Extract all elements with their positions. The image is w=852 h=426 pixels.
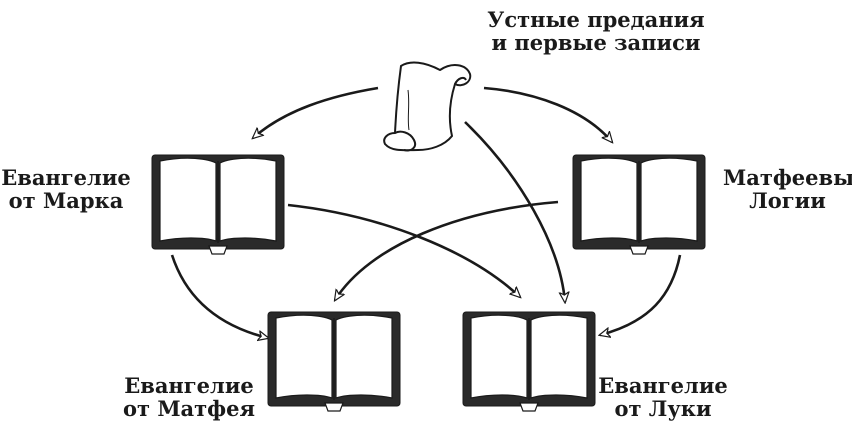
label-line: Евангелие xyxy=(124,373,254,398)
book-bookmark xyxy=(629,245,649,255)
book-bookmark xyxy=(519,402,539,412)
arrows-layer xyxy=(170,86,682,338)
label-oral-tradition: Устные предания и первые записи xyxy=(487,8,705,54)
label-line: от Луки xyxy=(614,396,712,421)
label-gospel-luke: Евангелие от Луки xyxy=(598,374,728,420)
book-left-page xyxy=(159,157,217,242)
arrow-logia-to-matthew xyxy=(335,200,559,300)
book-right-page xyxy=(219,157,277,242)
book-gospel-luke xyxy=(462,311,596,412)
book-right-page xyxy=(640,157,698,242)
label-line: Евангелие xyxy=(598,373,728,398)
label-line: и первые записи xyxy=(491,30,701,55)
label-gospel-mark: Евангелие от Марка xyxy=(0,166,132,212)
book-left-page xyxy=(275,314,333,399)
label-line: Логии xyxy=(749,188,826,213)
label-line: Евангелие xyxy=(1,165,131,190)
label-line: от Матфея xyxy=(122,396,255,421)
label-gospel-matthew: Евангелие от Матфея xyxy=(119,374,259,420)
arrow-oral-to-logia xyxy=(483,86,612,142)
books-layer xyxy=(151,154,706,412)
label-line: Устные предания xyxy=(487,7,705,32)
arrow-mark-to-luke xyxy=(287,203,520,297)
arrow-oral-to-mark xyxy=(253,86,379,138)
book-gospel-matthew xyxy=(267,311,401,412)
label-line: от Марка xyxy=(8,188,124,213)
book-left-page xyxy=(580,157,638,242)
book-left-page xyxy=(470,314,528,399)
book-right-page xyxy=(335,314,393,399)
label-line: Матфеевы xyxy=(723,165,852,190)
arrow-oral-to-luke xyxy=(464,121,565,302)
book-bookmark xyxy=(208,245,228,255)
label-matthew-logia: Матфеевы Логии xyxy=(723,166,852,212)
arrow-logia-to-luke xyxy=(600,254,682,335)
book-matthew-logia xyxy=(572,154,706,255)
scroll-icon xyxy=(383,61,472,152)
book-right-page xyxy=(530,314,588,399)
arrow-mark-to-matthew xyxy=(170,254,268,338)
book-bookmark xyxy=(324,402,344,412)
book-gospel-mark xyxy=(151,154,285,255)
